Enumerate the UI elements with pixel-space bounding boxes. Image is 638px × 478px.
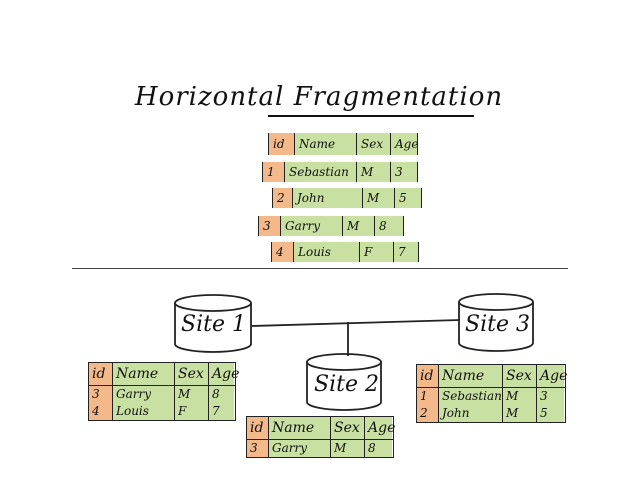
- header-sex: Sex: [175, 363, 209, 385]
- header-id: id: [268, 133, 294, 155]
- header-age: Age: [537, 365, 567, 387]
- table-row: 2 John M 5: [417, 405, 565, 422]
- cell-sex: M: [503, 405, 537, 422]
- cell-sex: M: [356, 162, 390, 182]
- cell-sex: M: [331, 440, 365, 457]
- site3-database-icon: [458, 293, 534, 352]
- cell-name: Sebastian: [284, 162, 356, 182]
- cell-age: 3: [537, 388, 564, 405]
- cell-age: 7: [393, 242, 419, 262]
- site1-database-icon: [174, 294, 252, 353]
- table-row: 4 Louis F 7: [89, 403, 235, 420]
- header-sex: Sex: [331, 417, 365, 439]
- header-sex: Sex: [503, 365, 537, 387]
- header-name: Name: [439, 365, 503, 387]
- fragment-row-3: 3 Garry M 8: [258, 216, 404, 236]
- diagram-title: Horizontal Fragmentation: [134, 82, 504, 112]
- site2-database-icon: [306, 353, 382, 411]
- cell-id: 1: [262, 162, 284, 182]
- cell-name: Garry: [269, 440, 331, 457]
- cell-id: 1: [417, 388, 439, 405]
- cell-sex: M: [503, 388, 537, 405]
- site1-table: id Name Sex Age 3 Garry M 8 4 Louis F 7: [88, 362, 239, 421]
- table-row: 3 Garry M 8: [247, 440, 393, 457]
- cell-name: Louis: [293, 242, 359, 262]
- cell-id: 4: [271, 242, 293, 262]
- site2-table: id Name Sex Age 3 Garry M 8: [246, 416, 395, 458]
- title-underline: [268, 115, 474, 117]
- table-header: id Name Sex Age: [417, 365, 567, 388]
- cell-sex: M: [342, 216, 374, 236]
- site3-table: id Name Sex Age 1 Sebastian M 3 2 John M…: [416, 364, 567, 423]
- header-id: id: [417, 365, 439, 387]
- cell-sex: M: [175, 386, 209, 403]
- cell-name: Sebastian: [439, 388, 503, 405]
- link-site1-site3: [251, 319, 461, 327]
- cell-id: 2: [417, 405, 439, 422]
- cell-age: 7: [209, 403, 234, 420]
- fragment-row-4: 4 Louis F 7: [271, 242, 419, 262]
- cell-id: 3: [89, 386, 113, 403]
- cell-age: 5: [394, 188, 422, 208]
- header-id: id: [89, 363, 113, 385]
- header-name: Name: [269, 417, 331, 439]
- top-table-header: id Name Sex Age: [268, 133, 418, 155]
- cell-name: Louis: [113, 403, 175, 420]
- header-age: Age: [390, 133, 418, 155]
- cell-name: John: [292, 188, 362, 208]
- site1-label: Site 1: [181, 312, 246, 337]
- header-id: id: [247, 417, 269, 439]
- cell-id: 3: [258, 216, 280, 236]
- cell-sex: F: [175, 403, 209, 420]
- site2-label: Site 2: [314, 372, 379, 397]
- cell-id: 2: [272, 188, 292, 208]
- cell-age: 3: [390, 162, 418, 182]
- cell-age: 8: [365, 440, 392, 457]
- header-name: Name: [294, 133, 356, 155]
- header-sex: Sex: [356, 133, 390, 155]
- header-name: Name: [113, 363, 175, 385]
- fragment-row-2: 2 John M 5: [272, 188, 422, 208]
- header-age: Age: [365, 417, 395, 439]
- cell-age: 8: [209, 386, 234, 403]
- cell-id: 4: [89, 403, 113, 420]
- cell-age: 8: [374, 216, 404, 236]
- site3-label: Site 3: [465, 312, 530, 337]
- section-divider: [72, 268, 568, 269]
- table-header: id Name Sex Age: [89, 363, 239, 386]
- table-row: 1 Sebastian M 3: [417, 388, 565, 405]
- fragment-row-1: 1 Sebastian M 3: [262, 162, 418, 182]
- table-header: id Name Sex Age: [247, 417, 395, 440]
- cell-sex: F: [359, 242, 393, 262]
- cell-name: John: [439, 405, 503, 422]
- cell-sex: M: [362, 188, 394, 208]
- cell-id: 3: [247, 440, 269, 457]
- table-row: 3 Garry M 8: [89, 386, 235, 403]
- cell-name: Garry: [280, 216, 342, 236]
- cell-age: 5: [537, 405, 564, 422]
- cell-name: Garry: [113, 386, 175, 403]
- header-age: Age: [209, 363, 239, 385]
